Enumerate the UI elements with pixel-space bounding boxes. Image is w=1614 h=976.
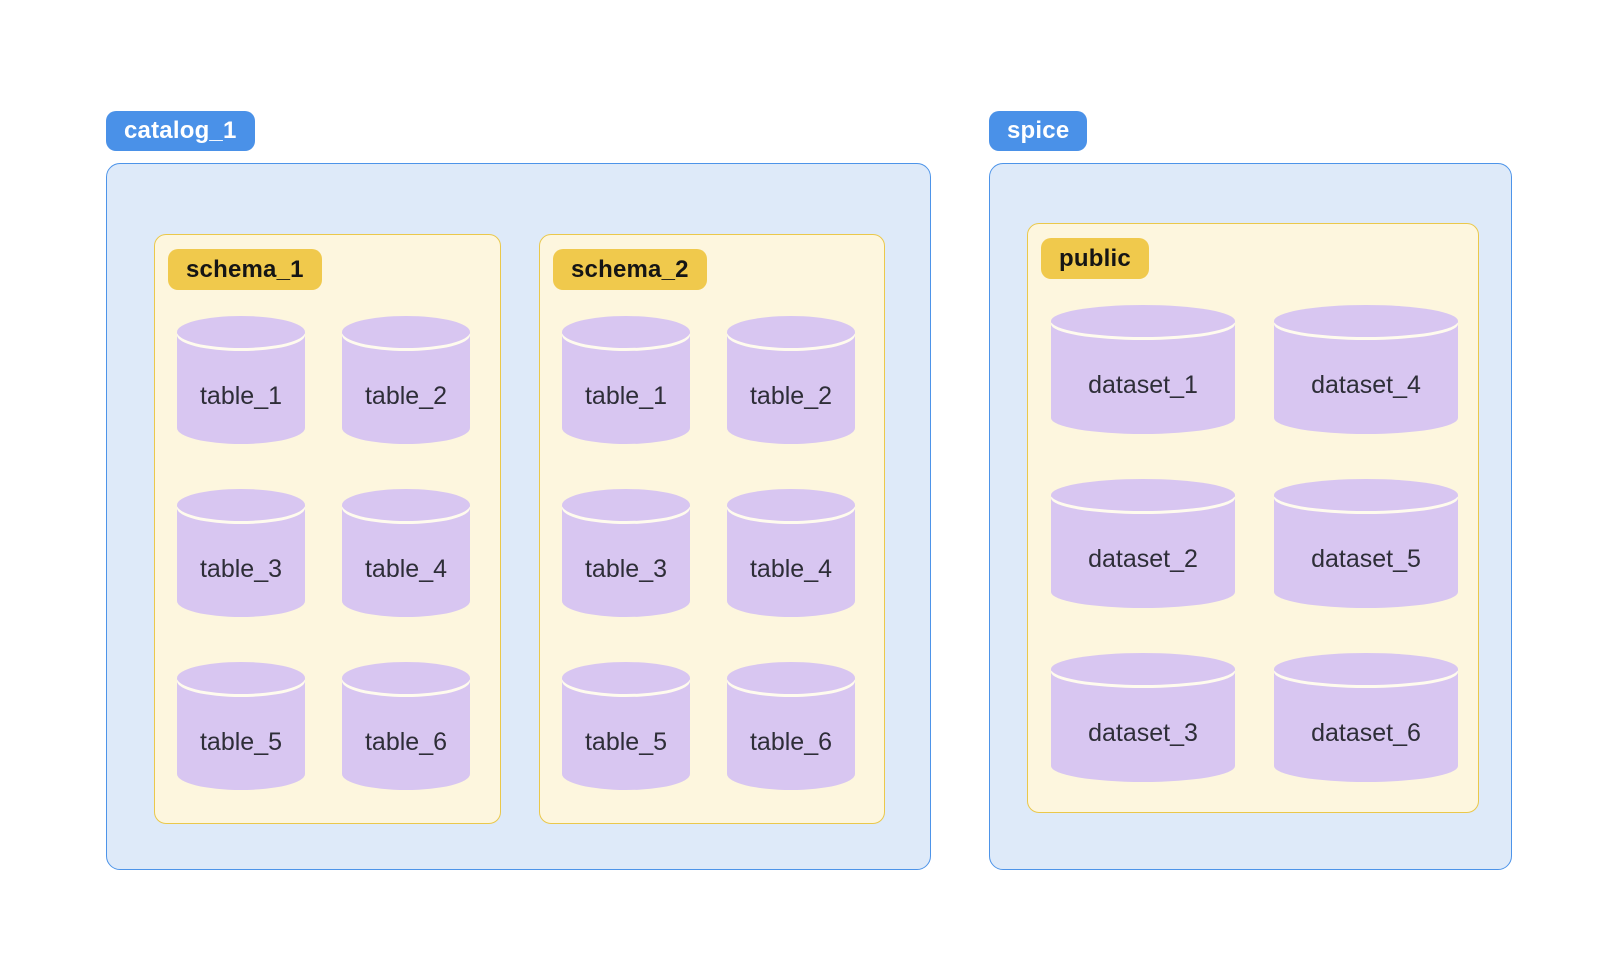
db-cylinder: dataset_1 bbox=[1051, 305, 1235, 434]
db-cylinder-label: table_4 bbox=[364, 554, 448, 583]
catalog-badge: catalog_1 bbox=[106, 111, 255, 151]
db-cylinder-label: table_1 bbox=[199, 381, 283, 410]
db-cylinder: table_1 bbox=[177, 316, 305, 444]
db-cylinder: dataset_6 bbox=[1274, 653, 1458, 782]
schema-badge: schema_2 bbox=[553, 249, 707, 290]
db-cylinder-label: table_2 bbox=[749, 381, 833, 410]
db-cylinder: table_2 bbox=[727, 316, 855, 444]
db-cylinder: table_3 bbox=[177, 489, 305, 617]
db-cylinder: table_1 bbox=[562, 316, 690, 444]
table-grid: table_1 table_2 table_3 table_4 table_5 … bbox=[177, 316, 470, 790]
db-cylinder: table_3 bbox=[562, 489, 690, 617]
schema-box-1: schema_1 table_1 table_2 table_3 table_4… bbox=[154, 234, 501, 824]
schema-badge: public bbox=[1041, 238, 1149, 279]
db-cylinder-label: dataset_2 bbox=[1088, 545, 1198, 573]
db-cylinder: table_4 bbox=[727, 489, 855, 617]
db-cylinder-label: dataset_4 bbox=[1311, 371, 1421, 399]
db-cylinder-label: table_5 bbox=[584, 727, 668, 756]
dataset-grid: dataset_1 dataset_4 dataset_2 dataset_5 … bbox=[1051, 305, 1458, 782]
db-cylinder-label: table_3 bbox=[199, 554, 283, 583]
spice-badge: spice bbox=[989, 111, 1088, 151]
schema-box-2: schema_2 table_1 table_2 table_3 table_4… bbox=[539, 234, 885, 824]
db-cylinder: table_5 bbox=[562, 662, 690, 790]
db-cylinder-label: table_6 bbox=[364, 727, 448, 756]
db-cylinder-label: dataset_1 bbox=[1088, 371, 1198, 399]
db-cylinder: table_6 bbox=[727, 662, 855, 790]
db-cylinder: table_2 bbox=[342, 316, 470, 444]
db-cylinder-label: table_4 bbox=[749, 554, 833, 583]
db-cylinder-label: table_3 bbox=[584, 554, 668, 583]
db-cylinder-label: dataset_5 bbox=[1311, 545, 1421, 573]
spice-container: public dataset_1 dataset_4 dataset_2 dat… bbox=[989, 163, 1512, 870]
db-cylinder: dataset_4 bbox=[1274, 305, 1458, 434]
db-cylinder-label: dataset_3 bbox=[1088, 719, 1198, 747]
catalog-container: schema_1 table_1 table_2 table_3 table_4… bbox=[106, 163, 931, 870]
table-grid: table_1 table_2 table_3 table_4 table_5 … bbox=[562, 316, 855, 790]
db-cylinder: dataset_2 bbox=[1051, 479, 1235, 608]
db-cylinder: dataset_3 bbox=[1051, 653, 1235, 782]
public-box: public dataset_1 dataset_4 dataset_2 dat… bbox=[1027, 223, 1479, 813]
db-cylinder-label: table_2 bbox=[364, 381, 448, 410]
db-cylinder-label: table_6 bbox=[749, 727, 833, 756]
db-cylinder: dataset_5 bbox=[1274, 479, 1458, 608]
db-cylinder-label: dataset_6 bbox=[1311, 719, 1421, 747]
db-cylinder: table_4 bbox=[342, 489, 470, 617]
db-cylinder: table_5 bbox=[177, 662, 305, 790]
schema-badge: schema_1 bbox=[168, 249, 322, 290]
db-cylinder-label: table_1 bbox=[584, 381, 668, 410]
db-cylinder-label: table_5 bbox=[199, 727, 283, 756]
db-cylinder: table_6 bbox=[342, 662, 470, 790]
